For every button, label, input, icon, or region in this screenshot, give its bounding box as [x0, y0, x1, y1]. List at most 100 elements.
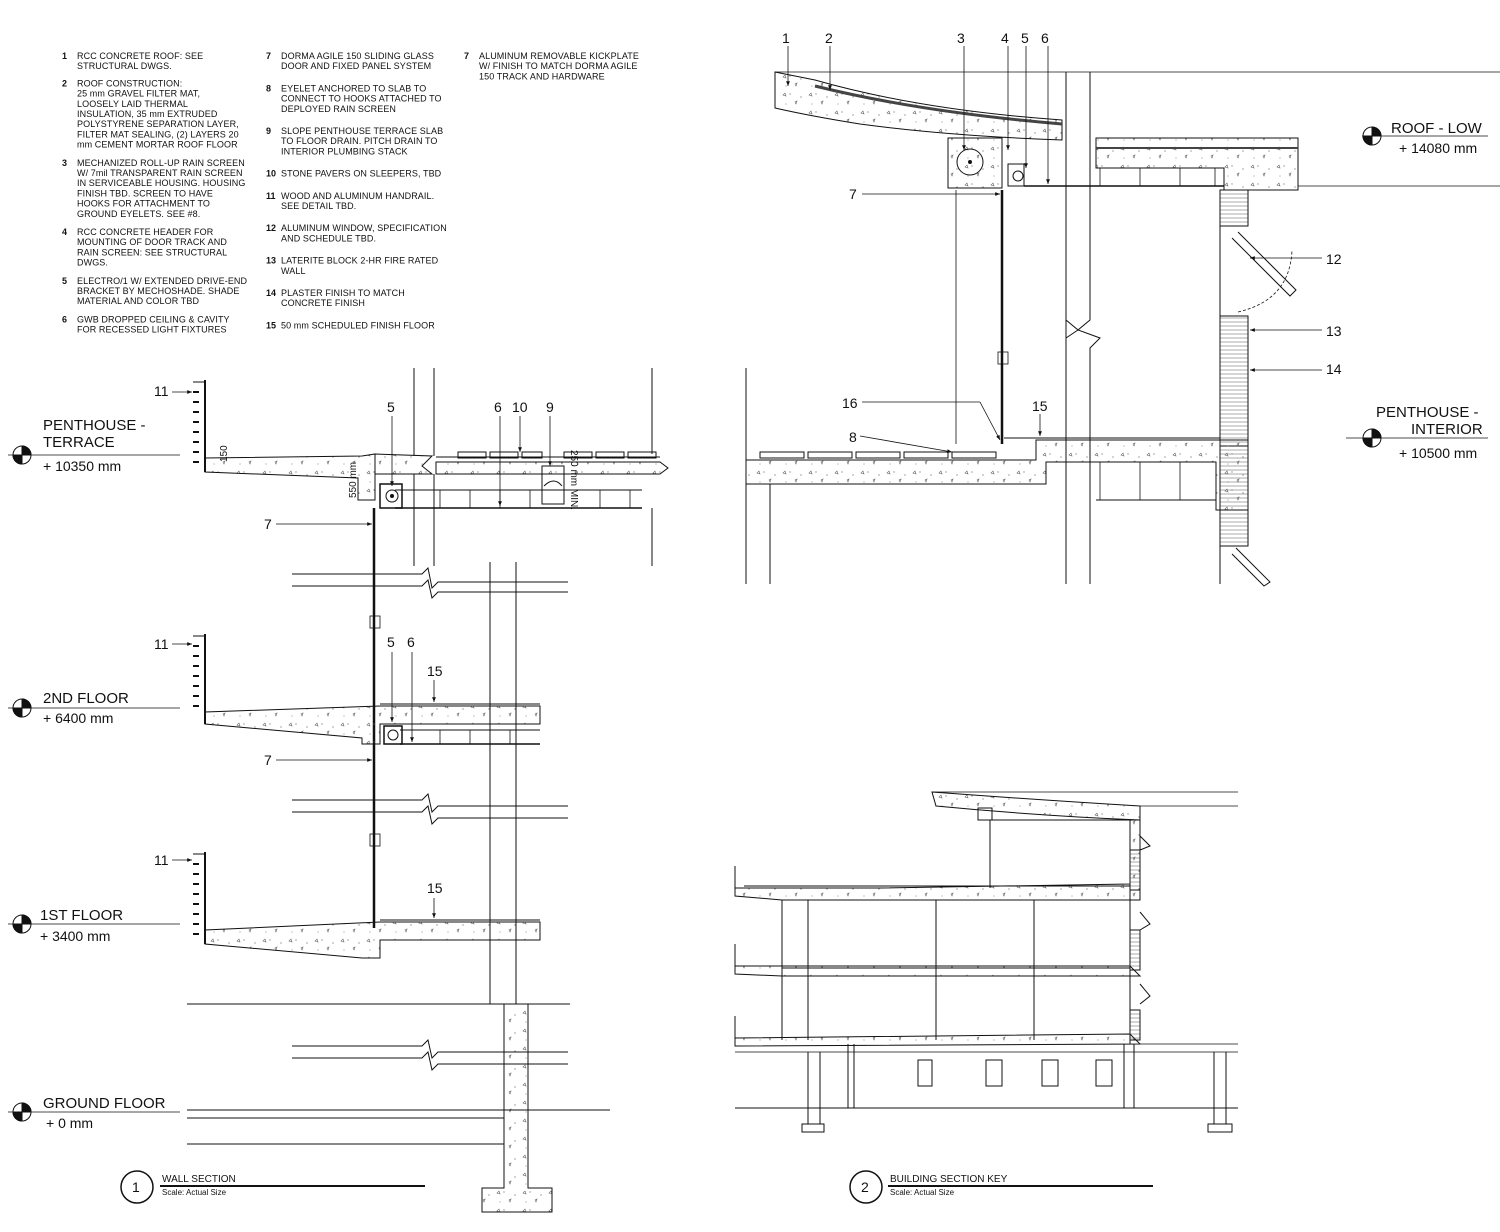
- note-text-line: WALL: [281, 266, 306, 276]
- note-text-line: AND SCHEDULE TBD.: [281, 233, 376, 243]
- note-text-line: ROOF CONSTRUCTION:: [77, 78, 182, 88]
- note-text-line: DORMA AGILE 150 SLIDING GLASS: [281, 51, 434, 61]
- note-text-line: 50 mm SCHEDULED FINISH FLOOR: [281, 320, 435, 330]
- laterite-wall-lower: [1219, 315, 1249, 447]
- level-terrace-elev: + 10350 mm: [43, 458, 121, 474]
- note-number: 8: [266, 83, 271, 93]
- building-key-number: 2: [861, 1179, 869, 1195]
- handrail-2nd-floor: [193, 634, 206, 724]
- level-roof-low-name: ROOF - LOW: [1391, 120, 1483, 137]
- note-number: 14: [266, 288, 276, 298]
- callout-15-2nd: 15: [427, 663, 443, 679]
- level-marker-ph-interior: [1346, 428, 1488, 448]
- note-text-line: BRACKET BY MECHOSHADE. SHADE: [77, 286, 240, 296]
- callout-5-2nd: 5: [387, 634, 395, 650]
- terrace-pavers-detail: [759, 451, 997, 459]
- note-text-line: DWGS.: [77, 258, 108, 268]
- note-text-line: PLASTER FINISH TO MATCH: [281, 288, 405, 298]
- level-roof-low-elev: + 14080 mm: [1399, 140, 1477, 156]
- wall-section-title: WALL SECTION: [162, 1174, 236, 1185]
- second-floor-slab: [204, 705, 541, 745]
- terrace-slab-right: [374, 453, 434, 475]
- terrace-floor-slab: [435, 461, 669, 475]
- note-text-line: TO FLOOR DRAIN. PITCH DRAIN TO: [281, 136, 438, 146]
- level-2nd-name: 2ND FLOOR: [43, 690, 129, 707]
- callout-7-2nd: 7: [264, 752, 272, 768]
- note-text-line: DEPLOYED RAIN SCREEN: [281, 104, 396, 114]
- note-number: 3: [62, 158, 67, 168]
- level-marker-1st: [8, 914, 180, 934]
- note-text-line: 150 TRACK AND HARDWARE: [479, 71, 605, 81]
- callout-7-detail: 7: [849, 186, 857, 202]
- dim-150: 150: [219, 445, 230, 462]
- note-text-line: FINISH TBD. SCREEN TO HAVE: [77, 188, 213, 198]
- roof-slab-right: [1095, 137, 1299, 191]
- note-number: 9: [266, 126, 271, 136]
- note-text-line: 25 mm GRAVEL FILTER MAT,: [77, 89, 200, 99]
- note-text-line: mm CEMENT MORTAR ROOF FLOOR: [77, 140, 238, 150]
- level-marker-ground: [8, 1102, 180, 1122]
- note-text-line: STRUCTURAL DWGS.: [77, 61, 172, 71]
- note-text-line: ALUMINUM REMOVABLE KICKPLATE: [479, 51, 639, 61]
- callout-5-detail: 5: [1021, 30, 1029, 46]
- note-text-line: POLYSTYRENE SEPARATION LAYER,: [77, 119, 239, 129]
- callout-3: 3: [957, 30, 965, 46]
- level-ph-interior-name-1: PENTHOUSE -: [1376, 404, 1479, 421]
- callout-11-1st: 11: [154, 852, 169, 868]
- note-text-line: W/ 7mil TRANSPARENT RAIN SCREEN: [77, 168, 243, 178]
- building-section-key-drawing: [734, 791, 1238, 1133]
- wall-section-scale: Scale: Actual Size: [162, 1188, 227, 1197]
- note-text-line: SLOPE PENTHOUSE TERRACE SLAB: [281, 126, 443, 136]
- level-markers-right: [1346, 126, 1488, 448]
- callout-5-terrace: 5: [387, 399, 395, 415]
- level-1st-elev: + 3400 mm: [40, 928, 110, 944]
- note-number: 7: [266, 51, 271, 61]
- stone-pavers: [457, 451, 657, 459]
- note-text-line: RCC CONCRETE HEADER FOR: [77, 227, 214, 237]
- callout-2: 2: [825, 30, 833, 46]
- note-text-line: STONE PAVERS ON SLEEPERS, TBD: [281, 169, 442, 179]
- building-key-title-block: 2 BUILDING SECTION KEY Scale: Actual Siz…: [849, 1170, 1153, 1204]
- level-markers-left: [8, 445, 180, 1122]
- note-number: 15: [266, 320, 276, 330]
- callout-13: 13: [1326, 323, 1342, 339]
- callout-9: 9: [546, 399, 554, 415]
- handrail-terrace: [193, 380, 206, 472]
- detail-leaders: [786, 46, 1322, 454]
- note-number: 4: [62, 227, 67, 237]
- callout-8: 8: [849, 429, 857, 445]
- note-number: 12: [266, 223, 276, 233]
- note-number: 13: [266, 256, 276, 266]
- note-text-line: WOOD AND ALUMINUM HANDRAIL.: [281, 191, 434, 201]
- callout-6-detail: 6: [1041, 30, 1049, 46]
- note-text-line: ELECTRO/1 W/ EXTENDED DRIVE-END: [77, 276, 248, 286]
- callout-15-detail: 15: [1032, 398, 1048, 414]
- building-key-scale: Scale: Actual Size: [890, 1188, 955, 1197]
- level-marker-2nd: [8, 698, 180, 718]
- note-number: 1: [62, 51, 67, 61]
- dim-250-min: 250 mm MIN.: [568, 450, 579, 510]
- note-text-line: SEE DETAIL TBD.: [281, 201, 356, 211]
- callout-7-terrace: 7: [264, 516, 272, 532]
- level-ph-interior-name-2: INTERIOR: [1411, 421, 1483, 438]
- callout-6-terrace: 6: [494, 399, 502, 415]
- note-text-line: W/ FINISH TO MATCH DORMA AGILE: [479, 61, 638, 71]
- callout-11-2nd: 11: [154, 636, 169, 652]
- note-text-line: CONNECT TO HOOKS ATTACHED TO: [281, 94, 442, 104]
- note-number: 5: [62, 276, 67, 286]
- callout-11-terrace: 11: [154, 383, 169, 399]
- level-marker-terrace: [8, 445, 180, 465]
- note-text-line: MOUNTING OF DOOR TRACK AND: [77, 237, 227, 247]
- break-lines: [292, 566, 568, 1071]
- note-number: 10: [266, 169, 276, 179]
- level-terrace-name-2: TERRACE: [43, 434, 115, 451]
- note-text-line: GWB DROPPED CEILING & CAVITY: [77, 314, 230, 324]
- wall-section-leaders: [172, 390, 552, 918]
- penthouse-slab: [745, 439, 1249, 511]
- level-terrace-name-1: PENTHOUSE -: [43, 417, 146, 434]
